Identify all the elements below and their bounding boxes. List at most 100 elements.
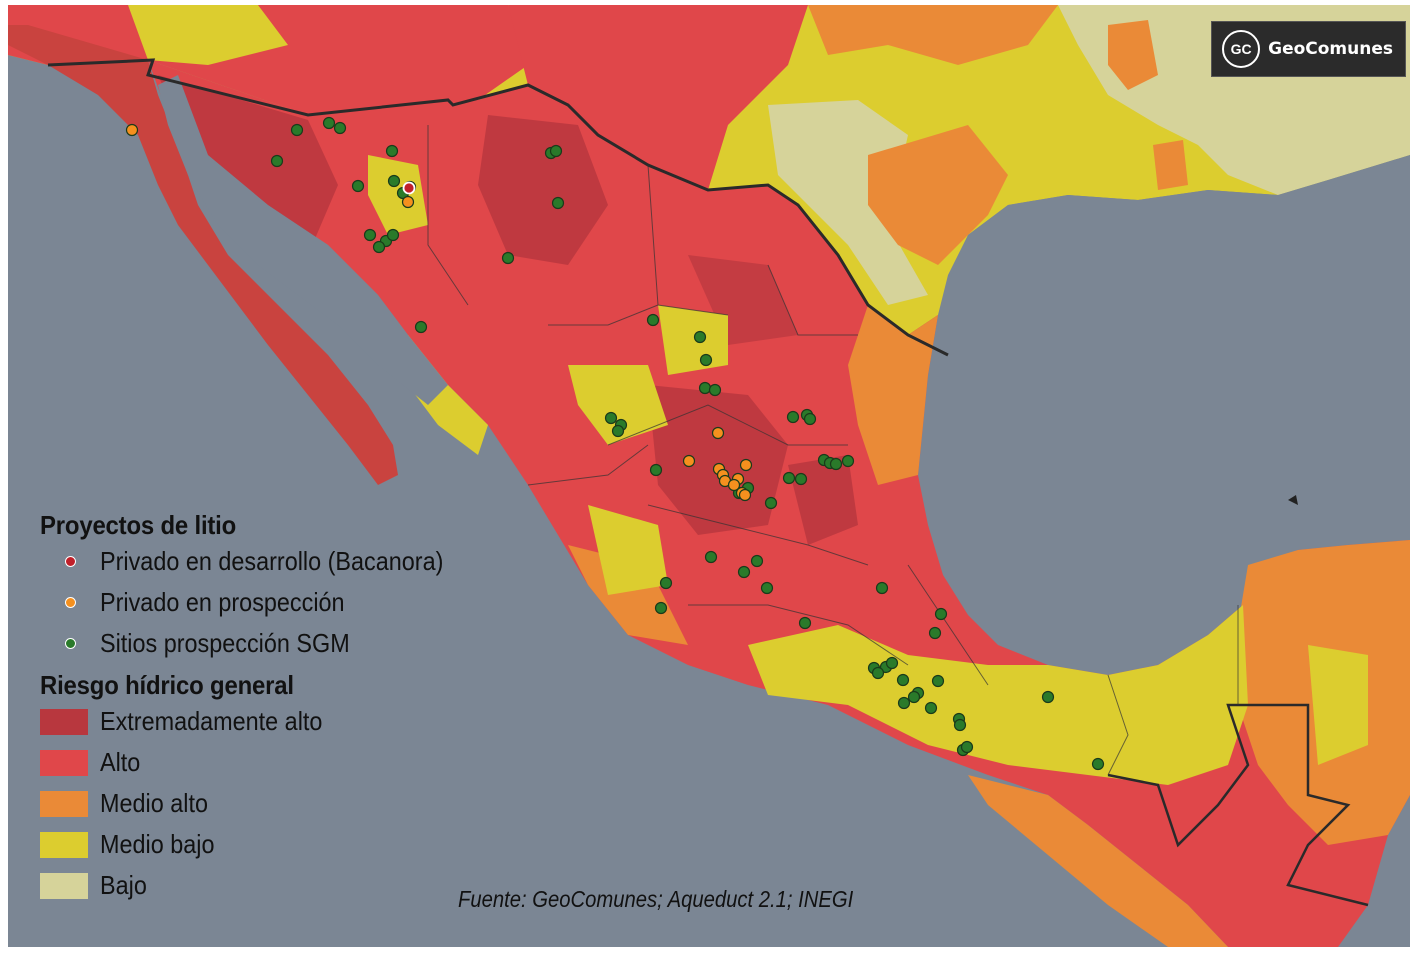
sgm-site-marker[interactable]: [960, 740, 974, 754]
legend-item-sgm-sites: Sitios prospección SGM: [40, 623, 482, 664]
risk-legend-title: Riesgo hídrico general: [40, 670, 294, 700]
private-prospecting-marker[interactable]: [125, 123, 139, 137]
sgm-site-marker[interactable]: [750, 554, 764, 568]
sgm-site-marker[interactable]: [934, 607, 948, 621]
green-dot-icon: [64, 638, 76, 649]
usa-medium-high-area: [1153, 140, 1188, 190]
private-prospecting-marker[interactable]: [711, 426, 725, 440]
usa-medium-high-area: [1108, 20, 1158, 90]
bacanora-project-marker[interactable]: [402, 181, 416, 195]
private-prospecting-marker[interactable]: [727, 478, 741, 492]
sgm-site-marker[interactable]: [654, 601, 668, 615]
sgm-site-marker[interactable]: [551, 196, 565, 210]
map-legend: Proyectos de litio Privado en desarrollo…: [40, 510, 482, 906]
sgm-site-marker[interactable]: [611, 424, 625, 438]
legend-item-low: Bajo: [40, 865, 482, 906]
private-prospecting-marker[interactable]: [739, 458, 753, 472]
sgm-site-marker[interactable]: [897, 696, 911, 710]
sgm-site-marker[interactable]: [1091, 757, 1105, 771]
extreme-risk-zone: [648, 385, 788, 535]
sgm-site-marker[interactable]: [386, 228, 400, 242]
sgm-site-marker[interactable]: [829, 457, 843, 471]
sgm-site-marker[interactable]: [322, 116, 336, 130]
sgm-site-marker[interactable]: [931, 674, 945, 688]
color-swatch: [40, 749, 88, 776]
medium-high-zone: [568, 545, 688, 645]
sgm-site-marker[interactable]: [351, 179, 365, 193]
sgm-site-marker[interactable]: [871, 666, 885, 680]
usa-high-risk-area: [508, 5, 808, 190]
water-risk-map[interactable]: [8, 5, 1410, 947]
sgm-site-marker[interactable]: [387, 174, 401, 188]
medium-low-zone: [748, 605, 1248, 785]
sgm-site-marker[interactable]: [372, 240, 386, 254]
sgm-site-marker[interactable]: [896, 673, 910, 687]
map-frame[interactable]: GC GeoComunes: [8, 5, 1410, 947]
extreme-risk-zone: [478, 115, 608, 265]
sgm-site-marker[interactable]: [953, 718, 967, 732]
sgm-site-marker[interactable]: [646, 313, 660, 327]
legend-label: Sitios prospección SGM: [100, 628, 350, 658]
baja-california: [8, 25, 398, 485]
sgm-site-marker[interactable]: [649, 463, 663, 477]
sgm-site-marker[interactable]: [698, 381, 712, 395]
sgm-site-marker[interactable]: [841, 454, 855, 468]
us-mexico-border: [47, 58, 949, 357]
private-prospecting-marker[interactable]: [682, 454, 696, 468]
sgm-site-marker[interactable]: [363, 228, 377, 242]
legend-item-high: Alto: [40, 742, 482, 783]
legend-item-bacanora: Privado en desarrollo (Bacanora): [40, 541, 482, 582]
sgm-site-marker[interactable]: [782, 471, 796, 485]
red-dot-icon: [64, 556, 76, 567]
sgm-site-marker[interactable]: [798, 616, 812, 630]
sgm-site-marker[interactable]: [693, 330, 707, 344]
private-prospecting-marker[interactable]: [738, 488, 752, 502]
sgm-site-marker[interactable]: [333, 121, 347, 135]
usa-medium-high-area: [808, 5, 1058, 65]
sgm-site-marker[interactable]: [875, 581, 889, 595]
medium-low-zone: [658, 305, 728, 375]
sgm-site-marker[interactable]: [907, 690, 921, 704]
legend-label: Medio bajo: [100, 829, 215, 859]
projects-legend-title: Proyectos de litio: [40, 510, 237, 540]
sgm-site-marker[interactable]: [659, 576, 673, 590]
sgm-site-marker[interactable]: [549, 144, 563, 158]
sgm-site-marker[interactable]: [704, 550, 718, 564]
medium-high-zone: [848, 305, 938, 485]
extreme-risk-zone: [158, 75, 338, 255]
sgm-site-marker[interactable]: [1041, 690, 1055, 704]
lithium-project-markers: [125, 116, 1105, 771]
private-prospecting-marker[interactable]: [401, 195, 415, 209]
sgm-site-marker[interactable]: [501, 251, 515, 265]
geocomunes-logo-icon: GC: [1222, 30, 1261, 68]
sgm-site-marker[interactable]: [885, 656, 899, 670]
legend-label: Alto: [100, 747, 141, 777]
sgm-site-marker[interactable]: [928, 626, 942, 640]
sgm-site-marker[interactable]: [604, 411, 618, 425]
sgm-site-marker[interactable]: [699, 353, 713, 367]
sgm-site-marker[interactable]: [708, 383, 722, 397]
legend-label: Medio alto: [100, 788, 208, 818]
sgm-site-marker[interactable]: [270, 154, 284, 168]
usa-high-risk-area: [128, 5, 288, 65]
brand-badge[interactable]: GC GeoComunes: [1211, 21, 1406, 77]
medium-low-zone: [568, 365, 668, 445]
legend-item-medium-high: Medio alto: [40, 783, 482, 824]
sgm-site-marker[interactable]: [737, 565, 751, 579]
usa-medium-high-area: [868, 125, 1008, 265]
legend-item-private-prospecting: Privado en prospección: [40, 582, 482, 623]
sgm-site-marker[interactable]: [803, 412, 817, 426]
state-borders: [427, 125, 1239, 776]
island: [1288, 495, 1298, 505]
gulf-of-california: [158, 75, 448, 405]
sgm-site-marker[interactable]: [786, 410, 800, 424]
color-swatch: [40, 831, 88, 858]
sgm-site-marker[interactable]: [794, 472, 808, 486]
sgm-site-marker[interactable]: [760, 581, 774, 595]
sgm-site-marker[interactable]: [924, 701, 938, 715]
sgm-site-marker[interactable]: [764, 496, 778, 510]
sgm-site-marker[interactable]: [290, 123, 304, 137]
legend-item-medium-low: Medio bajo: [40, 824, 482, 865]
sgm-site-marker[interactable]: [414, 320, 428, 334]
sgm-site-marker[interactable]: [385, 144, 399, 158]
